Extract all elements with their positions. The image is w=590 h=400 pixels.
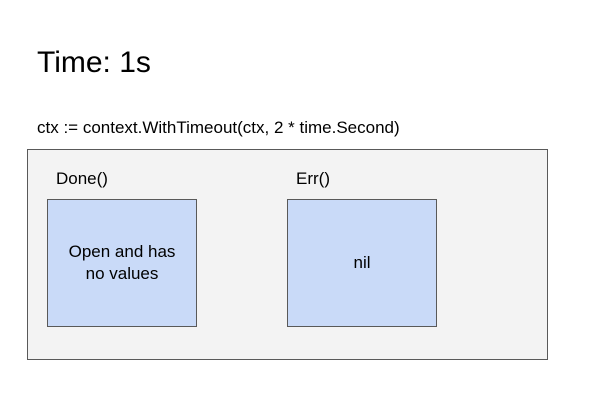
done-channel-state-box: Open and has no values xyxy=(47,199,197,327)
done-channel-state-text: Open and has no values xyxy=(68,241,176,283)
err-value-text: nil xyxy=(353,252,371,272)
done-method-label: Done() xyxy=(56,169,108,188)
context-state-panel: Done() Open and has no values Err() nil xyxy=(27,149,548,360)
err-method-label: Err() xyxy=(296,169,330,188)
time-title: Time: 1s xyxy=(37,46,151,79)
err-value-box: nil xyxy=(287,199,437,327)
timeout-code-line: ctx := context.WithTimeout(ctx, 2 * time… xyxy=(37,118,400,137)
